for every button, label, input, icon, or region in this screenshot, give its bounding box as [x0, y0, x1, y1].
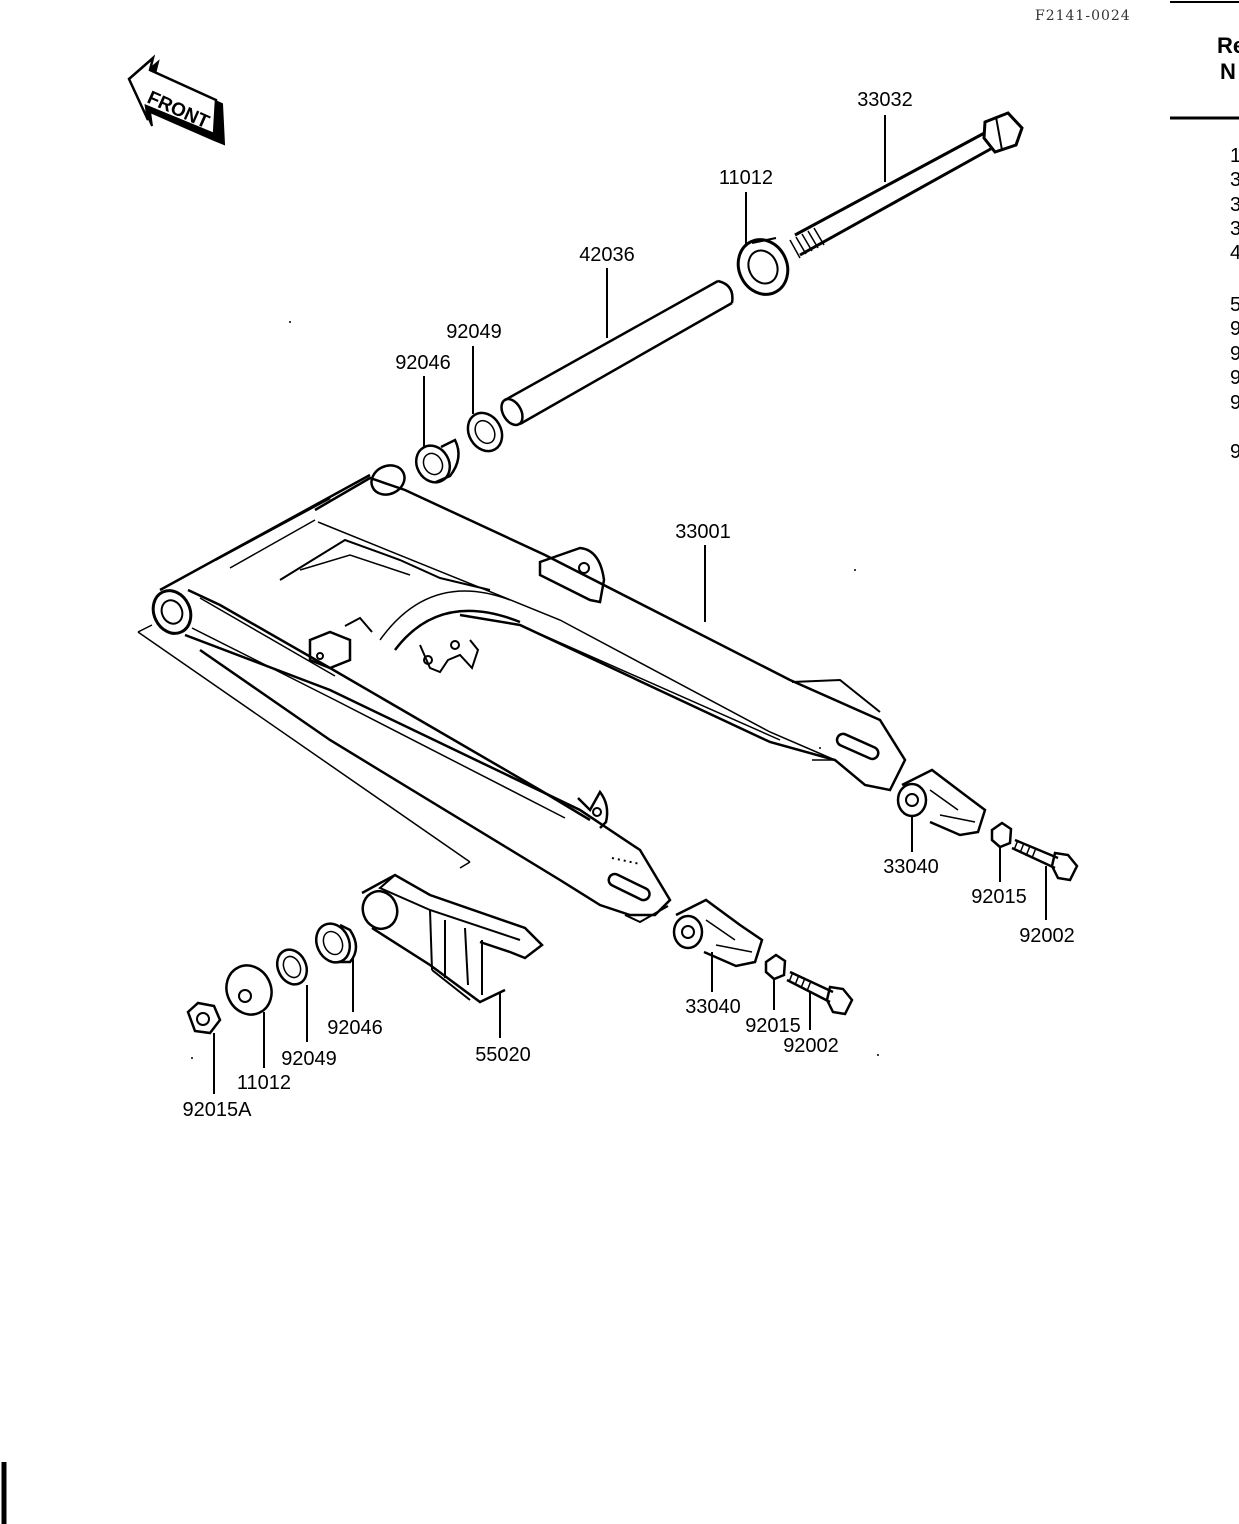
callout-11012-top: 11012 [719, 167, 773, 189]
chain-guide-reference-lines [137, 624, 471, 869]
callout-92002-left: 92002 [783, 1035, 839, 1057]
oil-seal-92049-top [466, 411, 504, 453]
callout-92046-bottom: 92046 [327, 1017, 383, 1039]
chain-guide-55020 [361, 873, 544, 1004]
callout-92015-right: 92015 [971, 886, 1027, 908]
bolt-92002-right [1011, 838, 1079, 882]
side-number-fragment: 4 [1230, 242, 1239, 264]
collar-11012-top [736, 237, 790, 296]
scan-specks [191, 321, 879, 1059]
side-number-fragment: 9 [1230, 441, 1239, 463]
nut-92015-left [764, 953, 787, 981]
callout-11012-bottom: 11012 [237, 1072, 291, 1094]
swing-arm-33001 [151, 464, 907, 924]
callout-92015-left: 92015 [745, 1015, 801, 1037]
side-number-fragment: 3 [1230, 169, 1239, 191]
collar-11012-bottom [225, 964, 273, 1016]
side-header-line-1: Re [1217, 33, 1239, 58]
callout-92002-right: 92002 [1019, 925, 1075, 947]
side-number-fragment: 9 [1230, 343, 1239, 365]
bolt-92002-left [786, 970, 854, 1016]
side-number-fragment: 3 [1230, 218, 1239, 240]
sleeve-42036 [500, 279, 734, 427]
side-number-fragment: 9 [1230, 318, 1239, 340]
callout-33040-left: 33040 [685, 996, 741, 1018]
front-arrow-icon: FRONT [127, 54, 226, 146]
side-header-line-2: N [1220, 59, 1236, 84]
callout-33001: 33001 [675, 521, 731, 543]
side-number-fragment: 1 [1230, 145, 1239, 167]
reference-code: F2141-0024 [1035, 8, 1131, 24]
callout-33032: 33032 [857, 89, 913, 111]
callout-labels: 33032 11012 42036 92049 92046 33001 3304… [183, 89, 1075, 1121]
needle-bearing-92046-top [414, 438, 460, 484]
callout-92046-top: 92046 [395, 352, 451, 374]
nut-92015-right [990, 821, 1013, 849]
callout-55020: 55020 [475, 1044, 531, 1066]
nut-92015A [186, 1001, 222, 1035]
chain-adjuster-33040-left [672, 898, 764, 968]
side-number-fragment: 3 [1230, 194, 1239, 216]
pivot-bolt-33032 [789, 111, 1024, 259]
callout-42036: 42036 [579, 244, 635, 266]
callout-92049-top: 92049 [446, 321, 502, 343]
callout-92049-bottom: 92049 [281, 1048, 337, 1070]
side-number-fragment: 9 [1230, 392, 1239, 414]
needle-bearing-92046-bottom [314, 922, 358, 964]
oil-seal-92049-bottom [275, 948, 309, 986]
callout-33040-right: 33040 [883, 856, 939, 878]
callout-92015A: 92015A [183, 1099, 253, 1121]
side-number-fragment: 9 [1230, 367, 1239, 389]
side-number-fragment: 5 [1230, 294, 1239, 316]
leader-lines [213, 115, 1047, 1094]
